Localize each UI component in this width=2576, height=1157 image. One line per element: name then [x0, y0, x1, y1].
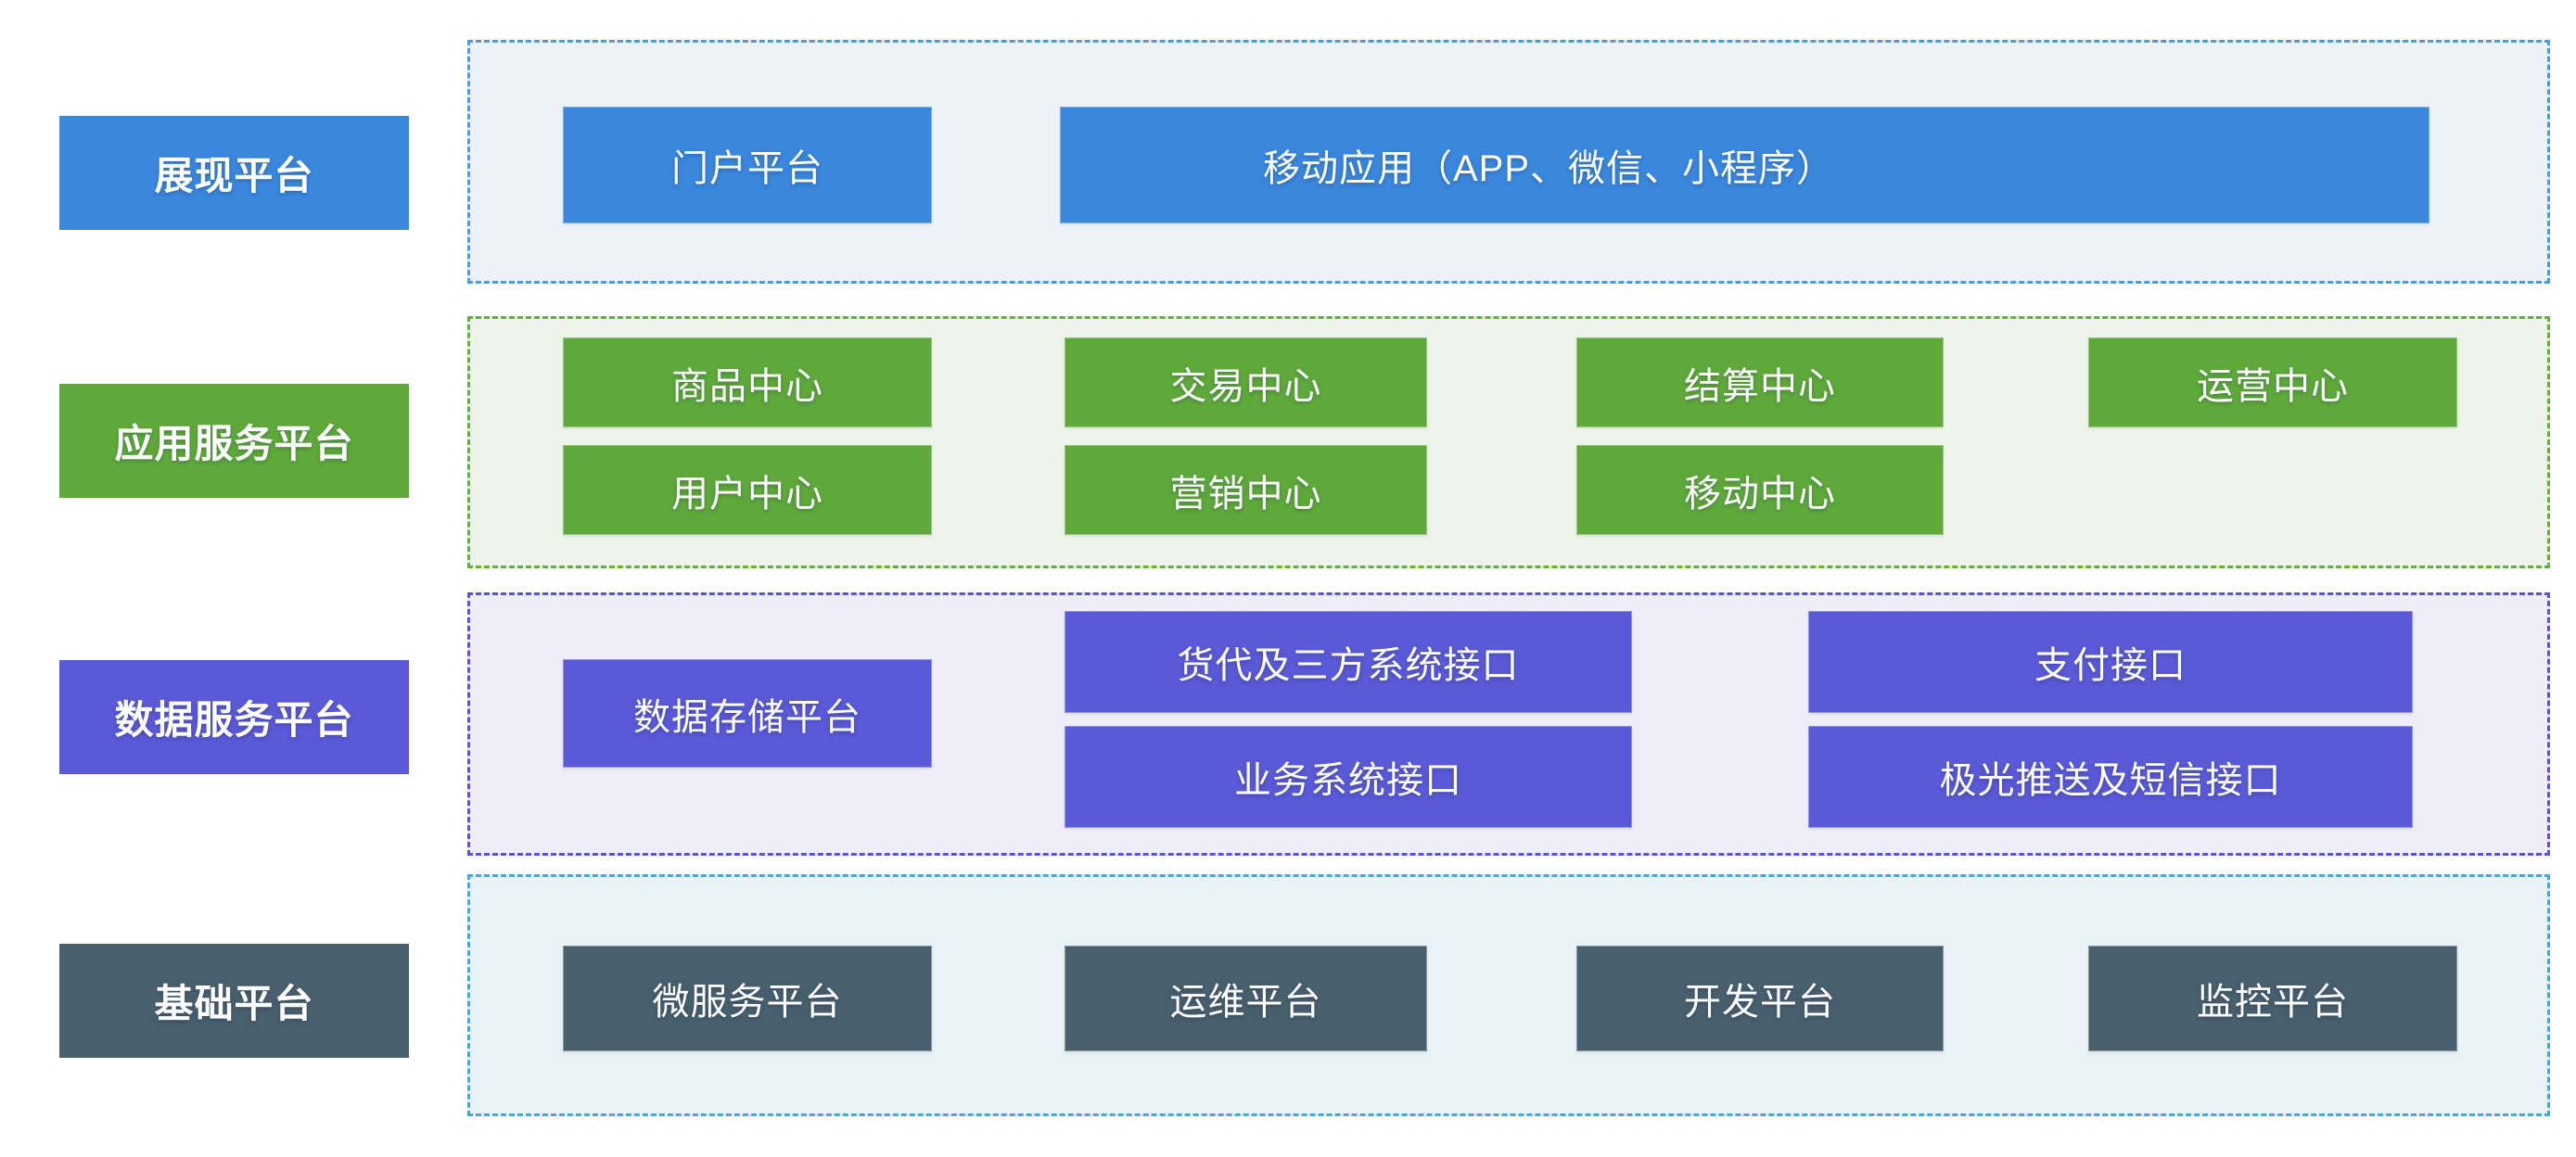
box-marketing-center: 营销中心: [1065, 445, 1427, 535]
box-user-center: 用户中心: [563, 445, 932, 535]
layer-label-presentation: 展现平台: [59, 116, 409, 230]
box-monitor-platform: 监控平台: [2088, 946, 2457, 1051]
layer-label-application: 应用服务平台: [59, 384, 409, 498]
box-settlement-center: 结算中心: [1576, 337, 1944, 427]
box-jpush-sms-interface: 极光推送及短信接口: [1808, 726, 2413, 828]
box-mobile-apps: 移动应用（APP、微信、小程序）: [1060, 107, 2429, 223]
box-data-storage-platform: 数据存储平台: [563, 659, 932, 768]
box-mobile-center: 移动中心: [1576, 445, 1944, 535]
box-operation-center: 运营中心: [2088, 337, 2457, 427]
box-payment-interface: 支付接口: [1808, 611, 2413, 713]
box-business-system-interface: 业务系统接口: [1065, 726, 1632, 828]
layer-label-base: 基础平台: [59, 944, 409, 1058]
box-ops-platform: 运维平台: [1065, 946, 1427, 1051]
box-microservice-platform: 微服务平台: [563, 946, 932, 1051]
box-trade-center: 交易中心: [1065, 337, 1427, 427]
box-portal-platform: 门户平台: [563, 107, 932, 223]
box-dev-platform: 开发平台: [1576, 946, 1944, 1051]
box-product-center: 商品中心: [563, 337, 932, 427]
box-freight-third-party-interface: 货代及三方系统接口: [1065, 611, 1632, 713]
layer-label-data-service: 数据服务平台: [59, 660, 409, 774]
